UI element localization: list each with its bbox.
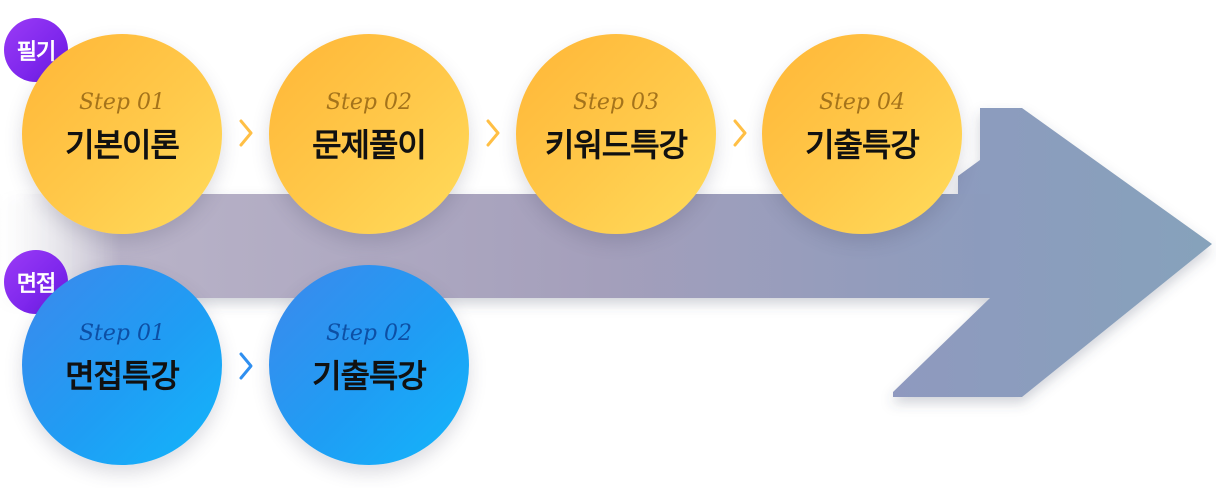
interview-step-1: Step 01 면접특강 (22, 265, 222, 465)
written-step-2: Step 02 문제풀이 (269, 34, 469, 234)
step-number: Step 01 (78, 321, 165, 346)
step-title: 기출특강 (805, 126, 920, 164)
step-number: Step 01 (78, 90, 165, 115)
arrow-head (893, 108, 1212, 397)
written-exam-badge: 필기 (4, 18, 68, 82)
chevron-right-icon (239, 352, 253, 380)
step-number: Step 04 (818, 90, 905, 115)
chevron-right-icon (239, 119, 253, 147)
step-title: 기출특강 (312, 357, 427, 395)
written-step-1: Step 01 기본이론 (22, 34, 222, 234)
step-title: 문제풀이 (312, 126, 427, 164)
interview-step-2: Step 02 기출특강 (269, 265, 469, 465)
step-title: 기본이론 (65, 126, 180, 164)
step-number: Step 02 (325, 90, 412, 115)
step-title: 면접특강 (65, 357, 180, 395)
chevron-right-icon (733, 119, 747, 147)
written-step-3: Step 03 키워드특강 (516, 34, 716, 234)
step-title: 키워드특강 (544, 126, 688, 164)
written-step-4: Step 04 기출특강 (762, 34, 962, 234)
step-number: Step 02 (325, 321, 412, 346)
chevron-right-icon (486, 119, 500, 147)
step-number: Step 03 (572, 90, 659, 115)
